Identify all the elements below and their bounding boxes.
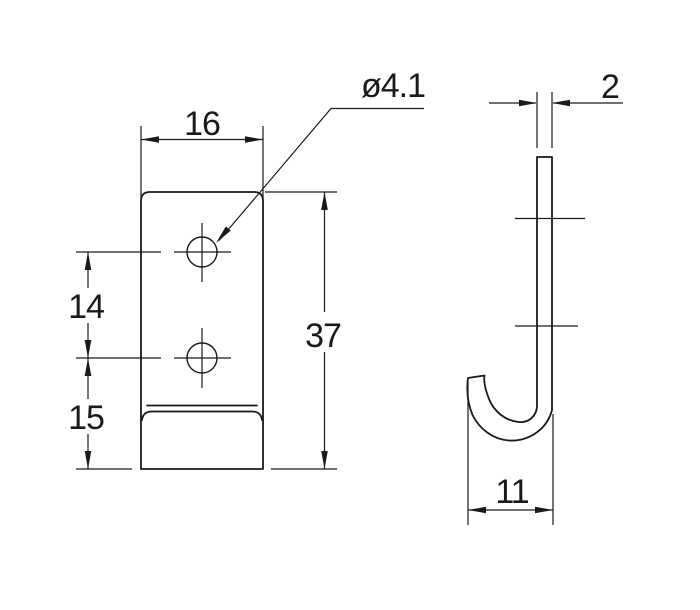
dim-hole-diameter-label: ø4.1 — [361, 67, 425, 105]
dim-width-arrow-right — [245, 136, 263, 143]
dim-height-label: 37 — [305, 317, 341, 355]
dim-width-extension-lines — [140, 126, 264, 199]
hole-top-centerlines — [174, 223, 231, 282]
dim-hole-to-bottom-label: 15 — [68, 399, 104, 437]
hook-profile-outline — [466, 156, 553, 442]
dim-hook-depth-label: 11 — [495, 473, 528, 511]
hole-bottom-centerlines — [174, 328, 231, 388]
dim-hook-depth-arrow-left — [468, 506, 486, 514]
dim-height-arrow-bottom — [321, 451, 328, 469]
side-view — [466, 156, 585, 442]
dim-width-label: 16 — [184, 105, 220, 143]
dim-hook-depth: 11 — [467, 381, 554, 525]
dim-hole-to-bottom-arrow-top — [84, 358, 92, 376]
dim-height-arrow-top — [321, 192, 328, 210]
bend-line-lower — [141, 410, 263, 421]
dim-thickness-arrow-right — [552, 99, 570, 107]
front-view — [140, 191, 264, 470]
hole-diameter-leader-arrow — [216, 226, 231, 243]
dim-thickness-arrow-left — [519, 99, 537, 107]
dim-width: 16 — [140, 105, 264, 199]
dim-hole-spacing-label: 14 — [68, 288, 104, 326]
dim-hole-spacing-arrow-bottom — [84, 340, 92, 358]
dim-hole-diameter: ø4.1 — [216, 67, 426, 243]
dim-hole-to-bottom-arrow-bottom — [84, 451, 92, 469]
dim-thickness-label: 2 — [601, 68, 619, 106]
dim-thickness-extension-lines — [536, 92, 553, 148]
dim-height: 37 — [265, 191, 342, 470]
dim-hole-spacing: 14 — [68, 251, 161, 359]
dim-hook-depth-arrow-right — [535, 506, 553, 514]
dim-thickness: 2 — [489, 68, 623, 148]
dim-hole-spacing-extension-lines — [76, 251, 161, 359]
dim-hole-to-bottom: 15 — [68, 358, 132, 470]
dim-hook-depth-extension-lines — [467, 381, 554, 525]
dim-width-arrow-left — [141, 136, 159, 143]
dim-hole-spacing-arrow-top — [84, 252, 92, 270]
hole-diameter-leader-line — [218, 107, 424, 241]
